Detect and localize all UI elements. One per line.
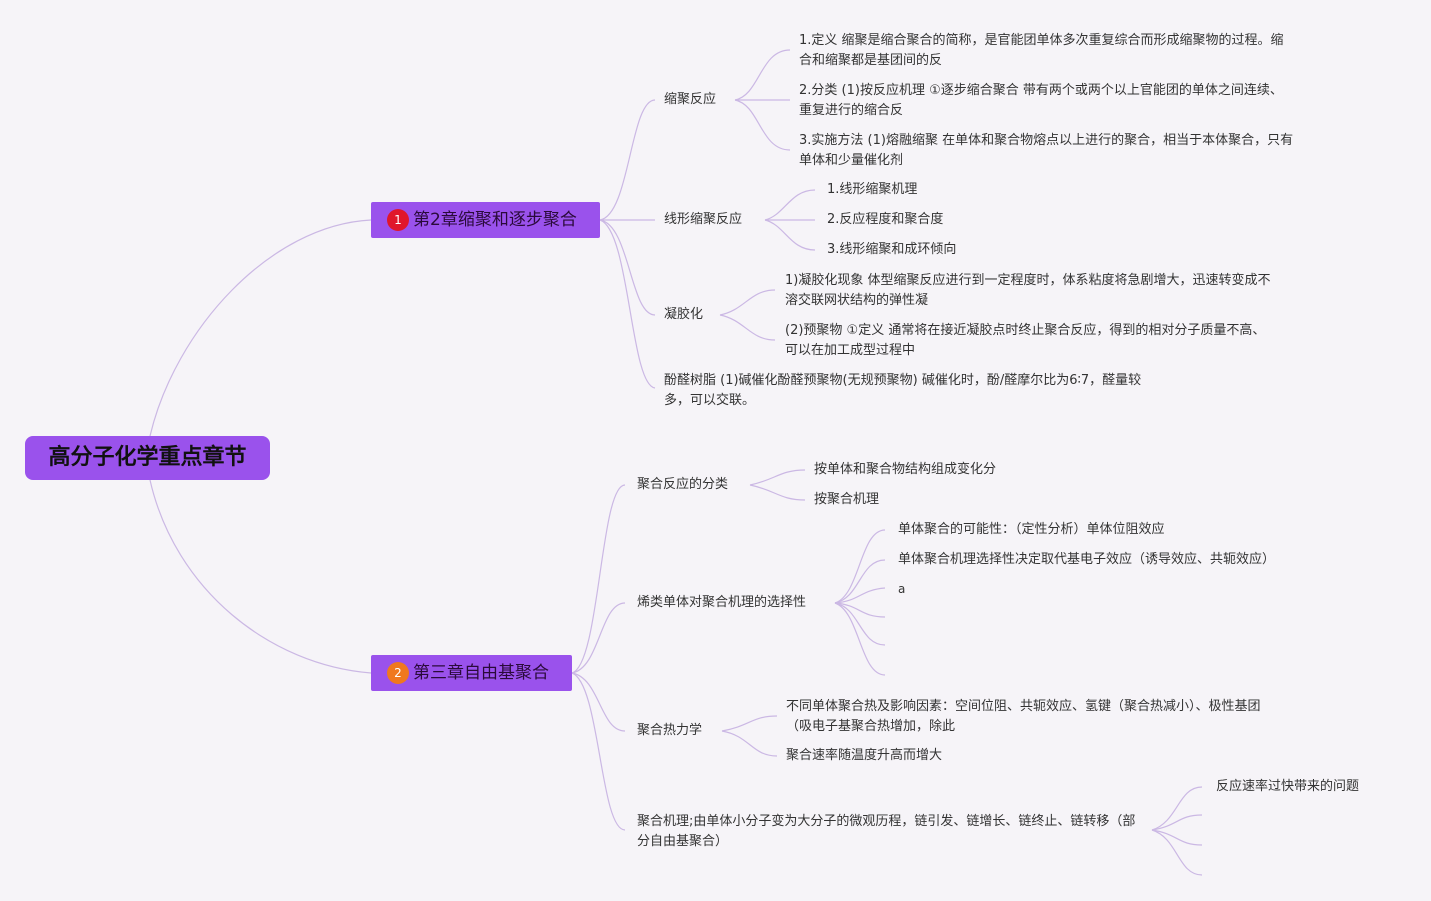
link-gel-2 [719, 314, 776, 341]
priority-1-icon: 1 [387, 209, 409, 231]
link-mech-3 [1151, 829, 1203, 846]
link-class-2 [749, 484, 806, 501]
node-electronic-effect[interactable]: 单体聚合机理选择性决定取代基电子效应（诱导效应、共轭效应） [898, 552, 1276, 567]
node-thermodynamics[interactable]: 聚合热力学 [637, 723, 703, 738]
link-cond-1 [734, 49, 791, 101]
link-mech-4 [1151, 829, 1203, 876]
link-ch3-mechanism [571, 672, 626, 831]
link-sel-2 [834, 559, 886, 604]
link-sel-6 [834, 602, 886, 676]
root-node[interactable]: 高分子化学重点章节 [25, 436, 270, 480]
link-thermo-2 [721, 730, 778, 757]
link-sel-3 [834, 587, 886, 604]
link-mech-2 [1151, 814, 1203, 831]
link-ch3-thermo [571, 672, 626, 732]
link-linear-1 [764, 189, 816, 221]
node-by-structure[interactable]: 按单体和聚合物结构组成变化分 [814, 462, 997, 477]
link-mech-1 [1151, 786, 1203, 831]
node-monomer-selectivity[interactable]: 烯类单体对聚合机理的选择性 [637, 595, 807, 610]
node-reaction-degree[interactable]: 2.反应程度和聚合度 [827, 212, 944, 227]
chapter-3-title: 第三章自由基聚合 [413, 663, 549, 683]
node-polymerization-classification[interactable]: 聚合反应的分类 [637, 477, 729, 492]
link-cond-3 [734, 99, 791, 151]
link-sel-1 [834, 529, 886, 604]
node-condensation-method[interactable]: 3.实施方法 (1)熔融缩聚 在单体和聚合物熔点以上进行的聚合，相当于本体聚合，… [799, 133, 1294, 168]
link-sel-4 [834, 602, 886, 618]
link-root-ch3 [149, 479, 372, 674]
node-gelation[interactable]: 凝胶化 [664, 307, 704, 322]
link-linear-3 [764, 219, 816, 251]
node-phenolic-resin[interactable]: 酚醛树脂 (1)碱催化酚醛预聚物(无规预聚物) 碱催化时，酚/醛摩尔比为6∶7，… [664, 373, 1142, 408]
node-condensation-classification[interactable]: 2.分类 (1)按反应机理 ①逐步缩合聚合 带有两个或两个以上官能团的单体之间连… [799, 83, 1283, 118]
link-ch2-condensation [599, 99, 656, 221]
node-linear-polycondensation[interactable]: 线形缩聚反应 [664, 212, 743, 227]
node-heat-of-polymerization[interactable]: 不同单体聚合热及影响因素：空间位阻、共轭效应、氢键（聚合热减小）、极性基团（吸电… [786, 699, 1261, 734]
node-prepolymer[interactable]: (2)预聚物 ①定义 通常将在接近凝胶点时终止聚合反应，得到的相对分子质量不高、… [785, 323, 1266, 358]
node-polymerization-mechanism[interactable]: 聚合机理;由单体小分子变为大分子的微观历程，链引发、链增长、链终止、链转移（部分… [637, 814, 1136, 849]
link-ch3-selectivity [571, 602, 626, 674]
chapter-2-title: 第2章缩聚和逐步聚合 [413, 210, 577, 230]
chapter-3-node[interactable]: 2 第三章自由基聚合 [371, 655, 572, 691]
priority-2-icon: 2 [387, 662, 409, 684]
node-rate-too-fast[interactable]: 反应速率过快带来的问题 [1216, 779, 1360, 794]
node-by-mechanism[interactable]: 按聚合机理 [814, 492, 880, 507]
link-root-ch2 [149, 219, 372, 437]
link-class-1 [749, 469, 806, 486]
link-sel-5 [834, 602, 886, 646]
node-cyclization-tendency[interactable]: 3.线形缩聚和成环倾向 [827, 242, 957, 257]
link-ch2-gel [599, 219, 656, 316]
node-item-a[interactable]: a [898, 582, 906, 596]
node-linear-mechanism[interactable]: 1.线形缩聚机理 [827, 182, 918, 197]
link-thermo-1 [721, 715, 778, 732]
link-ch2-phenolic [599, 219, 656, 389]
chapter-2-node[interactable]: 1 第2章缩聚和逐步聚合 [371, 202, 600, 238]
node-condensation[interactable]: 缩聚反应 [664, 92, 717, 107]
node-gelation-phenomenon[interactable]: 1)凝胶化现象 体型缩聚反应进行到一定程度时，体系粘度将急剧增大，迅速转变成不溶… [785, 273, 1271, 308]
link-ch3-classification [571, 484, 626, 674]
node-polymerizability[interactable]: 单体聚合的可能性：（定性分析）单体位阻效应 [898, 522, 1165, 537]
node-condensation-definition[interactable]: 1.定义 缩聚是缩合聚合的简称，是官能团单体多次重复综合而形成缩聚物的过程。缩合… [799, 33, 1284, 68]
node-rate-temperature[interactable]: 聚合速率随温度升高而增大 [786, 748, 943, 763]
link-gel-1 [719, 289, 776, 316]
